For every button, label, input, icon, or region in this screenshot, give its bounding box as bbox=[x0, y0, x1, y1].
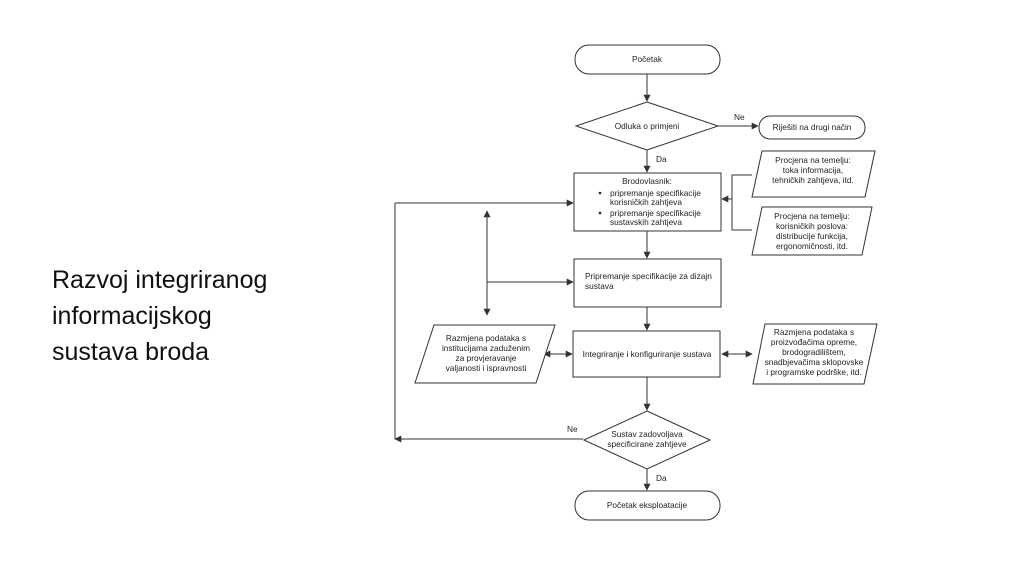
label-yes-2: Da bbox=[656, 473, 667, 483]
svg-text:Razmjena podataka s: Razmjena podataka s bbox=[774, 327, 854, 337]
svg-text:Odluka o primjeni: Odluka o primjeni bbox=[615, 121, 680, 131]
svg-text:sustavskih zahtjeva: sustavskih zahtjeva bbox=[610, 217, 682, 227]
slide-title: Razvoj integriranog informacijskog susta… bbox=[52, 262, 352, 370]
node-exchange-institutions: Razmjena podataka s institucijama zaduže… bbox=[414, 324, 556, 384]
svg-text:Razmjena podataka s: Razmjena podataka s bbox=[446, 333, 526, 343]
svg-text:Početak: Početak bbox=[632, 54, 663, 64]
svg-text:sustava: sustava bbox=[585, 281, 614, 291]
slide-title-line: Razvoj integriranog bbox=[52, 266, 268, 294]
node-decision-satisfies: Sustav zadovoljava specificirane zahtjev… bbox=[582, 410, 712, 470]
svg-text:institucijama zaduženim: institucijama zaduženim bbox=[442, 343, 530, 353]
connectors bbox=[394, 74, 759, 491]
node-shipowner: Brodovlasnik: pripremanje specifikacije … bbox=[573, 172, 722, 232]
svg-text:pripremanje specifikacije: pripremanje specifikacije bbox=[610, 188, 701, 198]
svg-text:proizvođačima opreme,: proizvođačima opreme, bbox=[771, 337, 857, 347]
svg-text:specificirane zahtjeve: specificirane zahtjeve bbox=[607, 439, 687, 449]
node-integration: Integriranje i konfiguriranje sustava bbox=[572, 330, 721, 378]
svg-text:distribucije funkcija,: distribucije funkcija, bbox=[776, 231, 848, 241]
node-exchange-manufacturers: Razmjena podataka s proizvođačima opreme… bbox=[752, 323, 878, 385]
label-yes-1: Da bbox=[656, 154, 667, 164]
label-no-2: Ne bbox=[567, 424, 578, 434]
svg-text:Brodovlasnik:: Brodovlasnik: bbox=[622, 176, 672, 186]
svg-text:korisničkih poslova:: korisničkih poslova: bbox=[776, 221, 848, 231]
svg-text:Početak eksploatacije: Početak eksploatacije bbox=[607, 500, 688, 510]
svg-text:Integriranje i konfiguriranje: Integriranje i konfiguriranje sustava bbox=[583, 349, 712, 359]
node-design-spec: Pripremanje specifikacije za dizajn sust… bbox=[573, 258, 722, 308]
node-start: Početak bbox=[574, 44, 721, 75]
svg-text:i programske podrške, itd.: i programske podrške, itd. bbox=[766, 367, 861, 377]
node-decision-change: Odluka o primjeni bbox=[574, 101, 720, 151]
slide-title-line: informacijskog bbox=[52, 302, 212, 330]
svg-text:ergonomičnosti, itd.: ergonomičnosti, itd. bbox=[776, 241, 848, 251]
svg-text:korisničkih zahtjeva: korisničkih zahtjeva bbox=[610, 197, 682, 207]
svg-text:toka informacija,: toka informacija, bbox=[783, 165, 843, 175]
svg-text:brodogradilištem,: brodogradilištem, bbox=[782, 347, 846, 357]
svg-text:pripremanje specifikacije: pripremanje specifikacije bbox=[610, 208, 701, 218]
svg-text:za provjeravanje: za provjeravanje bbox=[456, 353, 517, 363]
svg-text:Sustav zadovoljava: Sustav zadovoljava bbox=[611, 429, 683, 439]
svg-text:tehničkih zahtjeva, itd.: tehničkih zahtjeva, itd. bbox=[772, 175, 854, 185]
label-no-1: Ne bbox=[734, 112, 745, 122]
svg-text:valjanosti i ispravnosti: valjanosti i ispravnosti bbox=[446, 363, 527, 373]
svg-text:snadbjevačima sklopovske: snadbjevačima sklopovske bbox=[765, 357, 864, 367]
node-assessment-info: Procjena na temelju: toka informacija, t… bbox=[751, 150, 876, 198]
svg-text:Procjena na temelju:: Procjena na temelju: bbox=[775, 155, 851, 165]
svg-text:Procjena na temelju:: Procjena na temelju: bbox=[774, 211, 850, 221]
node-assessment-business: Procjena na temelju: korisničkih poslova… bbox=[751, 206, 873, 256]
edge-assessments-to-shipowner bbox=[731, 174, 752, 231]
node-end: Početak eksploatacije bbox=[574, 490, 721, 521]
node-alt-solution: Riješiti na drugi način bbox=[758, 115, 866, 140]
slide-title-line: sustava broda bbox=[52, 338, 210, 366]
svg-text:Pripremanje specifikacije za d: Pripremanje specifikacije za dizajn bbox=[585, 271, 712, 281]
svg-text:Riješiti na drugi način: Riješiti na drugi način bbox=[773, 122, 852, 132]
